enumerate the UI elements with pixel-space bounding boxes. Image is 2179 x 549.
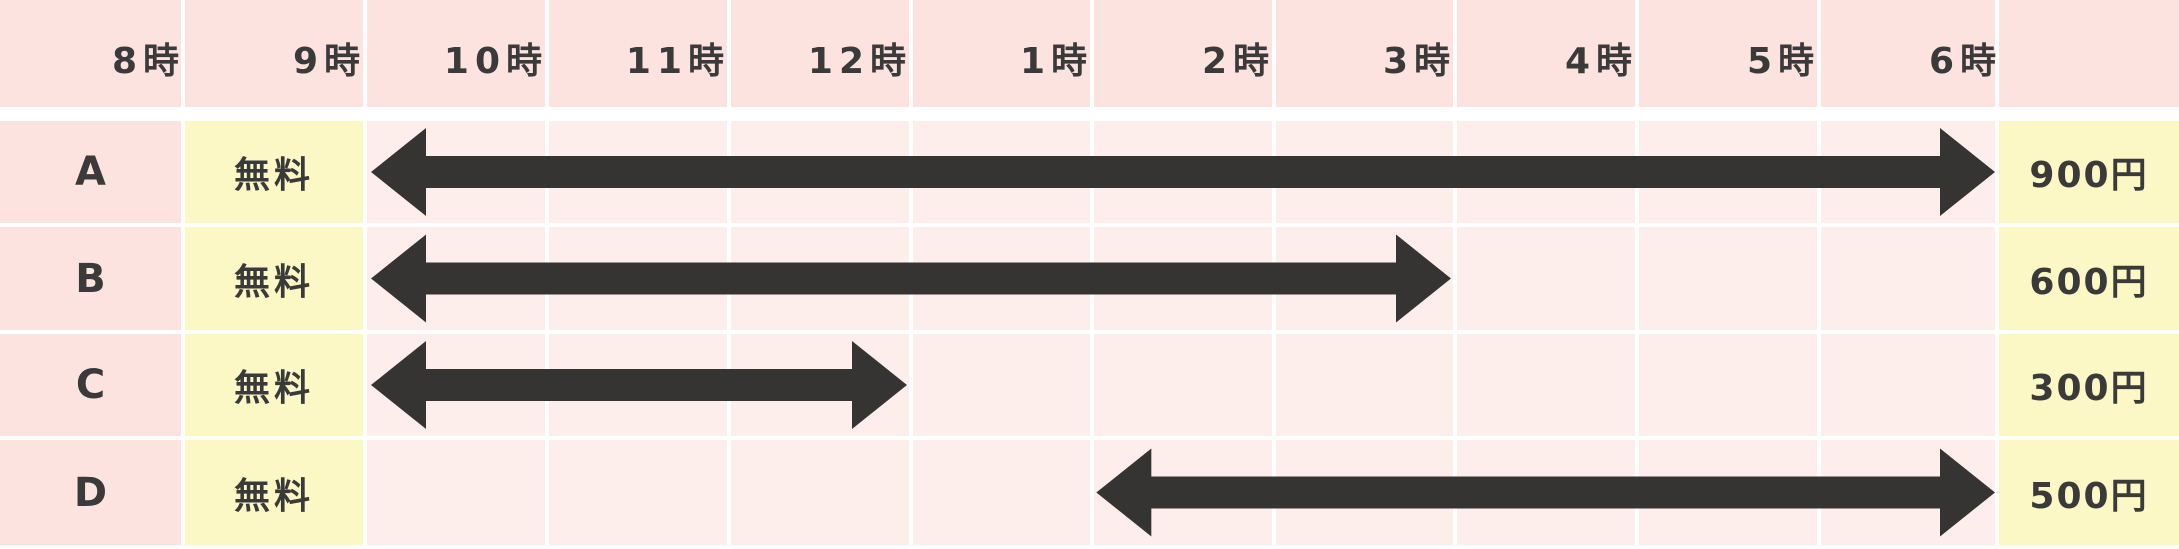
header-hour-cell: [1821, 0, 1995, 107]
hour-label-1: 1時: [1019, 41, 1093, 82]
free-period-cell: 無料: [185, 440, 363, 545]
hour-label-2: 2時: [1201, 41, 1275, 82]
timeline-cell: [913, 334, 1090, 436]
header-hour-cell: [1639, 0, 1817, 107]
price-cell: 900円: [1999, 121, 2179, 223]
header-hour-cell: [367, 0, 545, 107]
timeline-cell: [1094, 334, 1272, 436]
hour-label-3: 3時: [1382, 41, 1456, 82]
timeline-cell: [1457, 227, 1635, 330]
hour-label-5: 5時: [1746, 41, 1820, 82]
header-hour-cell: [1457, 0, 1635, 107]
header-hour-cell: [1276, 0, 1453, 107]
price-cell: 500円: [1999, 440, 2179, 545]
header-hour-cell: [731, 0, 909, 107]
timeline-cell: [1821, 227, 1995, 330]
hour-label-6: 6時: [1928, 41, 2002, 82]
hour-label-12: 12時: [807, 41, 912, 82]
header-hour-cell: [1094, 0, 1272, 107]
hour-label-11: 11時: [625, 41, 730, 82]
price-cell: 300円: [1999, 334, 2179, 436]
row-label: C: [0, 334, 181, 436]
span-arrow-c: [371, 341, 907, 429]
timeline-cell: [367, 440, 545, 545]
timeline-cell: [1639, 334, 1817, 436]
span-arrow-d: [1096, 448, 1995, 537]
timeline-cell: [1276, 334, 1453, 436]
price-cell: 600円: [1999, 227, 2179, 330]
free-period-cell: 無料: [185, 334, 363, 436]
span-arrow-b: [371, 234, 1451, 323]
row-label: D: [0, 440, 181, 545]
free-period-cell: 無料: [185, 227, 363, 330]
hour-label-8: 8時: [111, 41, 185, 82]
timeline-cell: [1821, 334, 1995, 436]
timeline-cell: [913, 440, 1090, 545]
row-label: A: [0, 121, 181, 223]
hour-label-4: 4時: [1564, 41, 1638, 82]
row-label: B: [0, 227, 181, 330]
header-corner-cell: [0, 0, 181, 107]
hour-label-10: 10時: [443, 41, 548, 82]
free-period-cell: 無料: [185, 121, 363, 223]
header-hour-cell: [549, 0, 727, 107]
timeline-cell: [1457, 334, 1635, 436]
span-arrow-a: [371, 128, 1995, 216]
timeline-cell: [731, 440, 909, 545]
header-hour-cell: [913, 0, 1090, 107]
timeline-cell: [1639, 227, 1817, 330]
hour-label-9: 9時: [292, 41, 366, 82]
timeline-cell: [549, 440, 727, 545]
header-price-cell: [1999, 0, 2179, 107]
header-free-cell: [185, 0, 363, 107]
